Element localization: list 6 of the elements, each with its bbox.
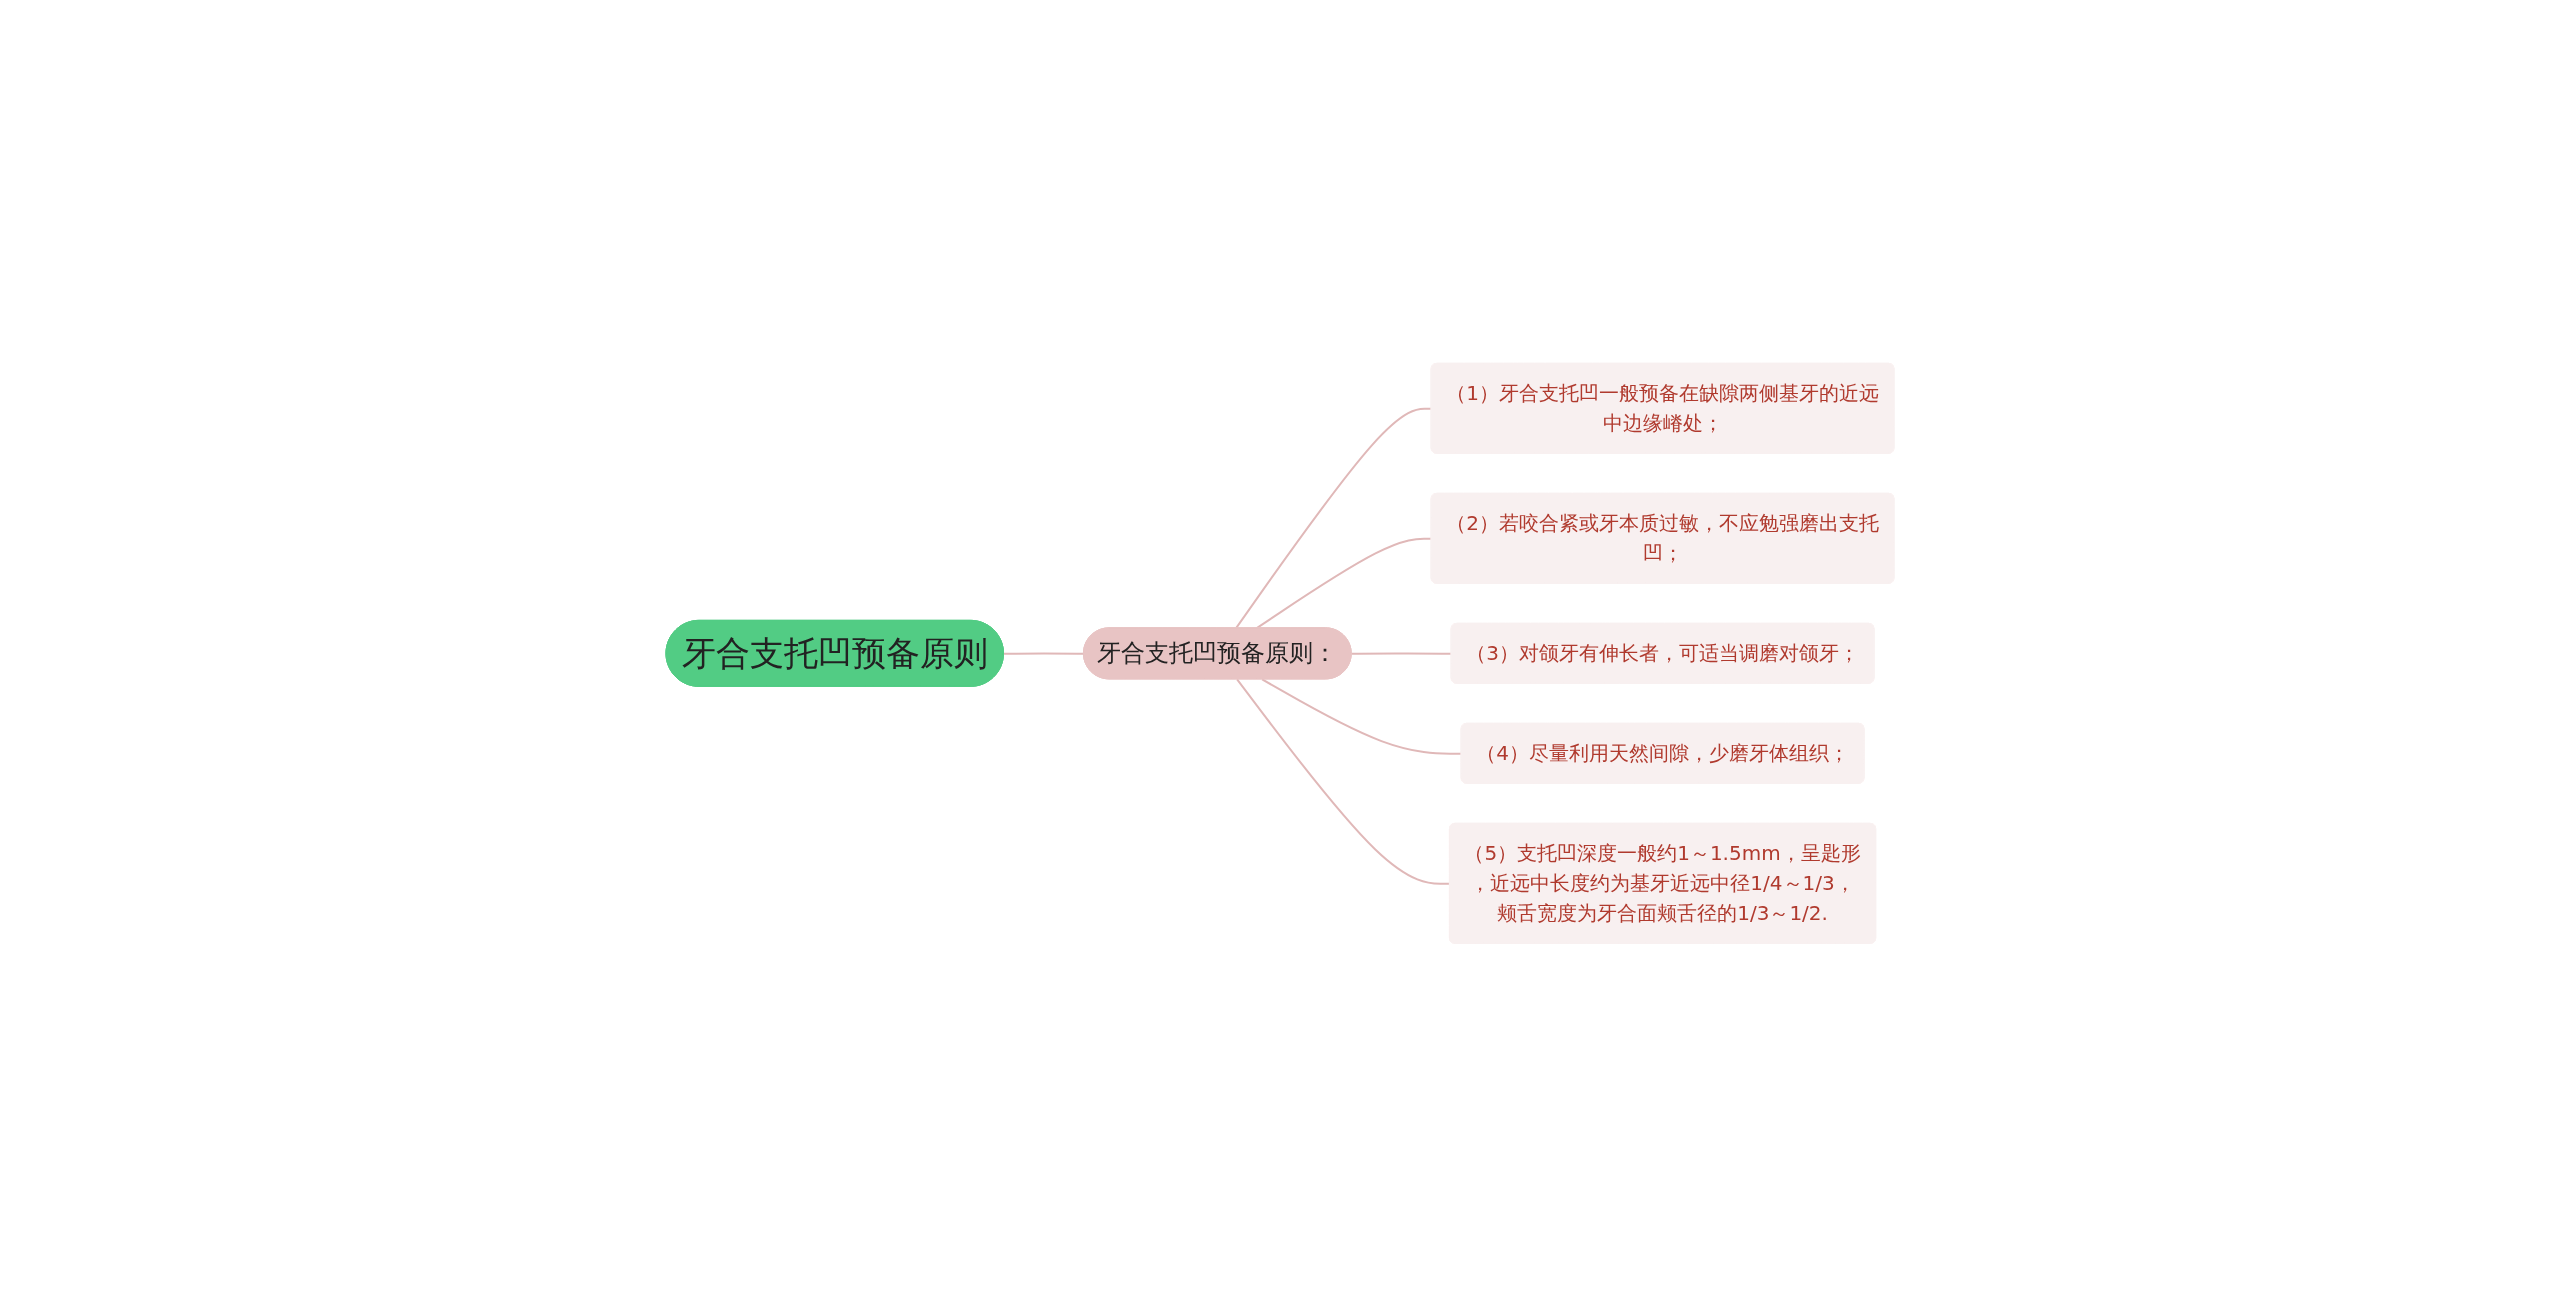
connector [1234, 407, 1433, 630]
connector [1236, 678, 1451, 885]
connector [1255, 537, 1433, 630]
connector [1003, 652, 1085, 655]
connector [1350, 652, 1453, 655]
connector [1261, 678, 1463, 755]
